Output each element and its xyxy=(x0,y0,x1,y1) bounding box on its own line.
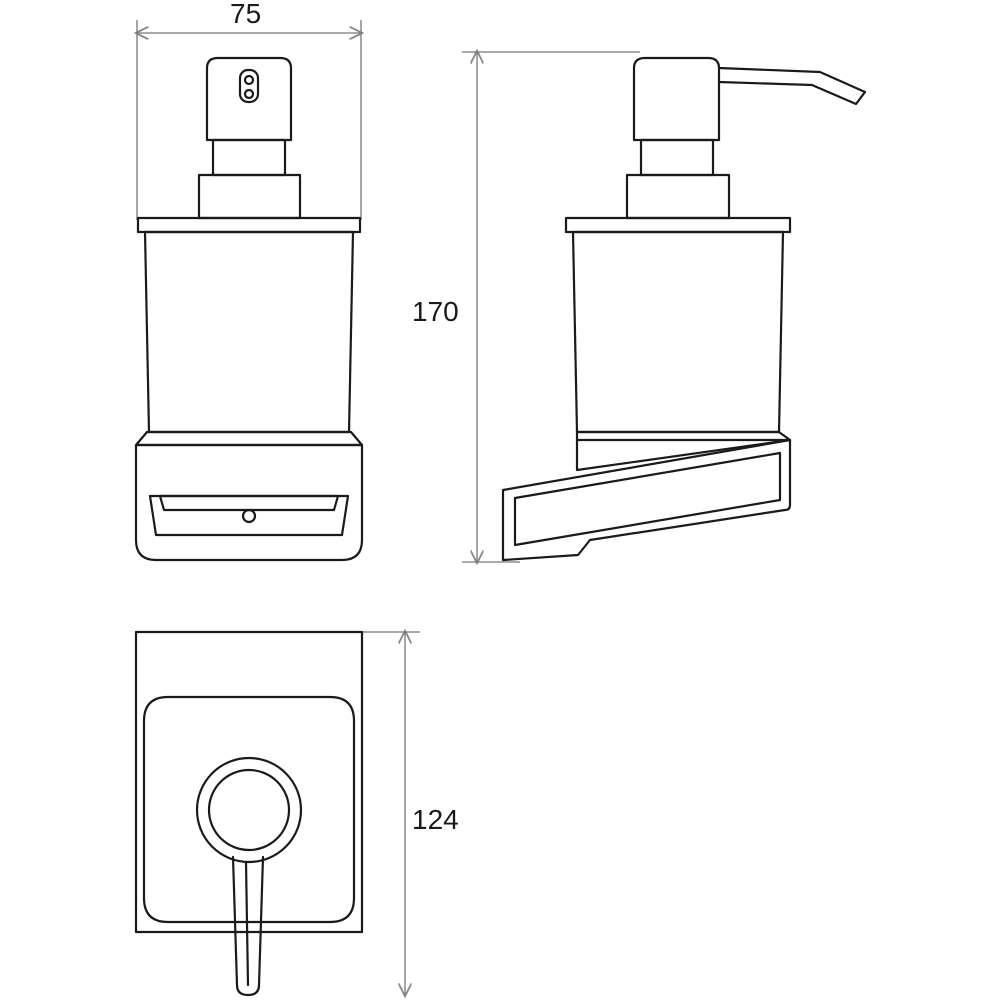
wall-holder-side xyxy=(501,430,792,562)
wall-holder xyxy=(134,430,364,562)
depth-dimension-label: 124 xyxy=(412,804,459,835)
height-dimension-line xyxy=(462,52,640,562)
glass-container-side xyxy=(564,216,792,434)
ring-arm xyxy=(195,756,303,997)
depth-dimension-line xyxy=(362,632,420,995)
front-view xyxy=(134,20,364,562)
glass-container xyxy=(136,216,362,434)
height-dimension-label: 170 xyxy=(412,296,459,327)
wall-plate xyxy=(134,630,364,934)
side-view xyxy=(462,52,867,562)
width-dimension-label: 75 xyxy=(230,0,262,29)
width-dimension-line xyxy=(137,20,361,220)
pump-head-side xyxy=(625,56,867,220)
top-view xyxy=(134,630,420,997)
pump-head xyxy=(197,56,302,220)
